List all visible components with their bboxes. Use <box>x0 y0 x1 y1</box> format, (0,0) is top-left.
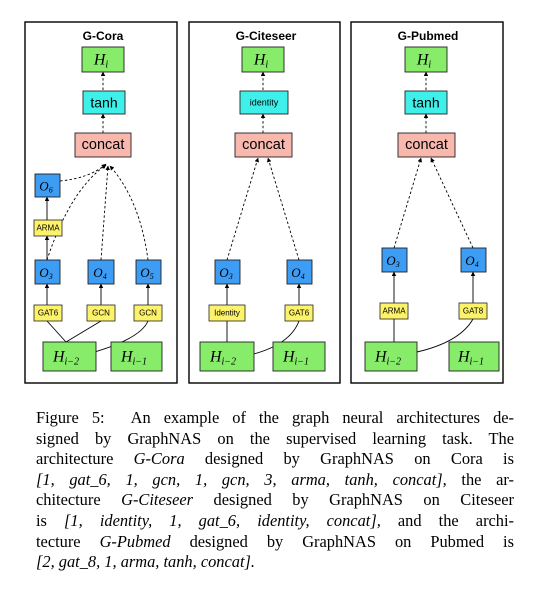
panel-g-pubmed: G-Pubmed Hi tanh concat O3 O4 <box>350 21 504 384</box>
caption-line: [2, gat_8, 1, arma, tanh, concat]. <box>36 552 514 573</box>
op-label: O4 <box>291 265 304 281</box>
activation-node: tanh <box>82 90 126 115</box>
caption-line: tecture G-Pubmed designed by GraphNAS on… <box>36 531 514 551</box>
output-label: Hi <box>253 51 269 70</box>
concat-label: concat <box>405 137 448 153</box>
output-label: Hi <box>416 51 432 70</box>
op-label: O4 <box>93 265 106 281</box>
caption-line: is [1, identity, 1, gat_6, identity, con… <box>36 510 515 530</box>
layer-label: GAT6 <box>289 309 310 318</box>
output-node: Hi <box>404 46 448 73</box>
activation-label: identity <box>250 98 279 108</box>
activation-node: tanh <box>404 90 448 115</box>
panel-title: G-Pubmed <box>398 29 459 43</box>
output-label: Hi <box>93 51 109 70</box>
concat-node: concat <box>74 132 132 158</box>
caption-line: signed by GraphNAS on the supervised lea… <box>36 428 514 448</box>
caption-line: Figure 5: An example of the graph neural… <box>36 408 514 429</box>
input-label: Hi−2 <box>374 348 401 367</box>
concat-node: concat <box>397 132 456 158</box>
output-node: Hi <box>241 46 285 73</box>
architecture-name: G-Cora <box>133 449 185 469</box>
input-node-h-i-minus-1: Hi−1 <box>272 341 326 372</box>
architecture-name: G-Citeseer <box>121 490 194 510</box>
concat-label: concat <box>82 137 125 153</box>
layer-node-gat6: GAT6 <box>284 304 314 322</box>
op-node-o3: O3 <box>214 259 241 285</box>
op-node-o3: O3 <box>381 247 408 273</box>
input-node-h-i-minus-2: Hi−2 <box>199 341 255 372</box>
layer-label: Identity <box>214 309 240 318</box>
layer-node-gcn: GCN <box>86 304 116 322</box>
layer-label: GCN <box>139 309 157 318</box>
caption-line: architecture G-Cora designed by GraphNAS… <box>36 449 514 469</box>
panel-g-citeseer: G-Citeseer Hi identity concat O3 O4 <box>188 21 341 384</box>
concat-node: concat <box>234 132 293 158</box>
op-label: O4 <box>465 253 478 269</box>
caption-line: chitecture G-Citeseer designed by GraphN… <box>36 490 514 510</box>
layer-node-identity: Identity <box>208 304 246 322</box>
figure-caption: Figure 5: An example of the graph neural… <box>36 408 514 573</box>
layer-label: GCN <box>92 309 110 318</box>
layer-node-gat6: GAT6 <box>33 304 63 322</box>
input-node-h-i-minus-1: Hi−1 <box>110 341 163 372</box>
input-label: Hi−2 <box>209 348 236 367</box>
layer-node-arma: ARMA <box>33 219 63 237</box>
op-node-o4: O4 <box>286 259 313 285</box>
input-label: Hi−2 <box>52 348 79 367</box>
op-node-o3: O3 <box>34 259 61 285</box>
architecture-figure: G-Cora Hi tanh concat O6 <box>24 21 504 384</box>
input-label: Hi−1 <box>282 348 309 367</box>
activation-node: identity <box>239 90 289 115</box>
output-node: Hi <box>81 46 125 73</box>
caption-text: An example of the graph neural architect… <box>130 408 514 427</box>
layer-label: GAT6 <box>38 309 59 318</box>
architecture-name: G-Pubmed <box>99 531 171 551</box>
panel-title: G-Citeseer <box>236 29 297 43</box>
op-label: O5 <box>140 265 153 281</box>
concat-label: concat <box>242 137 285 153</box>
op-label: O3 <box>39 265 52 281</box>
op-label: O3 <box>219 265 232 281</box>
figure-label: Figure 5: <box>36 408 105 427</box>
layer-label: GAT8 <box>463 307 484 316</box>
panel-title: G-Cora <box>83 29 124 43</box>
activation-label: tanh <box>412 95 439 111</box>
architecture-list: [2, gat_8, 1, arma, tanh, concat]. <box>36 552 255 572</box>
layer-node-gat8: GAT8 <box>458 302 488 320</box>
op-node-o6: O6 <box>34 173 61 198</box>
input-node-h-i-minus-2: Hi−2 <box>42 341 97 372</box>
op-node-o5: O5 <box>135 259 162 285</box>
op-label: O6 <box>39 178 52 194</box>
input-label: Hi−1 <box>120 348 147 367</box>
layer-label: ARMA <box>382 307 406 316</box>
op-label: O3 <box>386 253 399 269</box>
input-node-h-i-minus-1: Hi−1 <box>448 341 500 372</box>
architecture-list: [1, identity, 1, gat_6, identity, concat… <box>64 510 381 530</box>
op-node-o4: O4 <box>87 259 115 285</box>
op-node-o4: O4 <box>460 247 487 273</box>
activation-label: tanh <box>90 95 117 111</box>
architecture-list: [1, gat_6, 1, gcn, 1, gcn, 3, arma, tanh… <box>36 469 447 489</box>
input-node-h-i-minus-2: Hi−2 <box>364 341 418 372</box>
input-label: Hi−1 <box>457 348 484 367</box>
caption-line: [1, gat_6, 1, gcn, 1, gcn, 3, arma, tanh… <box>36 469 514 489</box>
panel-g-cora: G-Cora Hi tanh concat O6 <box>24 21 178 384</box>
layer-label: ARMA <box>36 224 60 233</box>
layer-node-gcn: GCN <box>133 304 163 322</box>
layer-node-arma: ARMA <box>379 302 409 320</box>
